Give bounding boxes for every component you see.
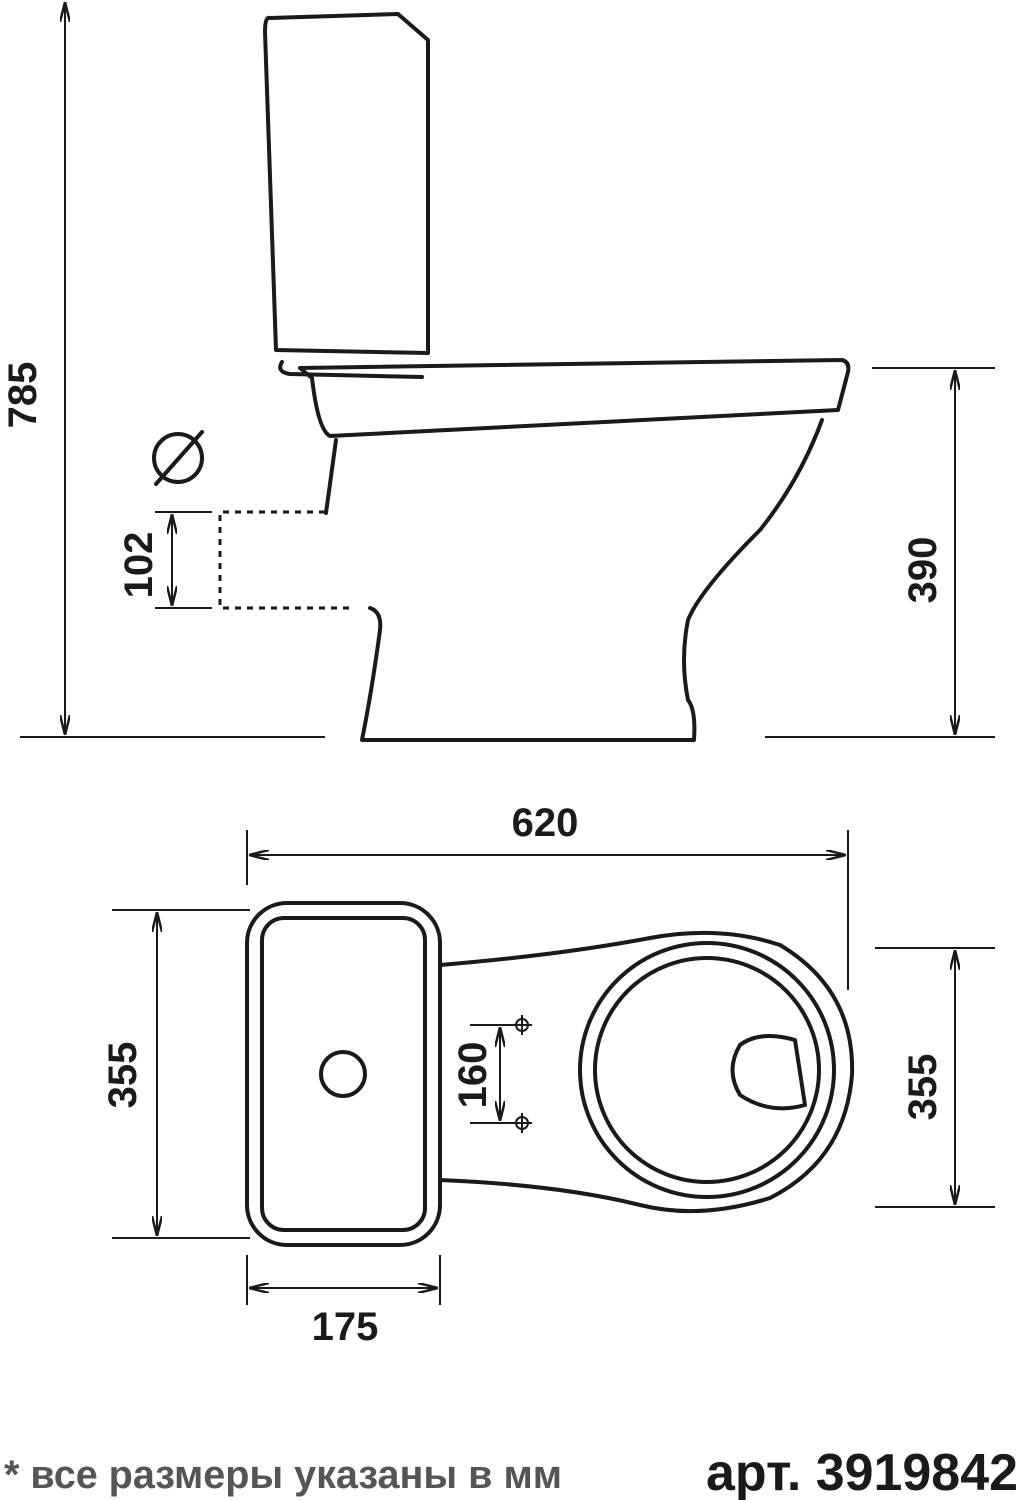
diameter-icon bbox=[152, 430, 204, 486]
outlet-dashed bbox=[218, 510, 350, 610]
bowl-ring-inner bbox=[593, 956, 821, 1184]
tank-depth-label: 175 bbox=[312, 1305, 379, 1349]
tank-width-label: 355 bbox=[101, 1042, 145, 1109]
article-number: арт. 3919842 bbox=[706, 1444, 1018, 1500]
seat-height-label: 390 bbox=[901, 537, 945, 604]
bowl-body bbox=[360, 418, 824, 742]
outlet-pipe bbox=[324, 438, 338, 515]
mount-hole-icon bbox=[512, 1015, 532, 1035]
drain-opening bbox=[730, 1034, 807, 1111]
outlet-height-label: 102 bbox=[117, 532, 161, 599]
units-footnote: * все размеры указаны в мм bbox=[4, 1453, 562, 1497]
cistern-top-inner bbox=[260, 916, 427, 1232]
side-view: 785 102 390 bbox=[1, 2, 995, 742]
bowl-rim bbox=[298, 358, 851, 438]
bowl-width-label: 355 bbox=[901, 1054, 945, 1121]
cistern-top-outline bbox=[245, 901, 442, 1247]
mount-hole-icon bbox=[512, 1113, 532, 1133]
mount-spacing-label: 160 bbox=[451, 1042, 495, 1109]
bowl-top-outline bbox=[438, 930, 855, 1214]
bowl-ring-outer bbox=[578, 941, 836, 1199]
height-total-label: 785 bbox=[1, 362, 45, 429]
length-label: 620 bbox=[512, 801, 579, 845]
flush-button-icon bbox=[319, 1050, 367, 1098]
cistern-lid bbox=[278, 360, 424, 379]
cistern-outline bbox=[263, 12, 430, 355]
top-view: 620 160 355 355 175 bbox=[101, 801, 995, 1349]
